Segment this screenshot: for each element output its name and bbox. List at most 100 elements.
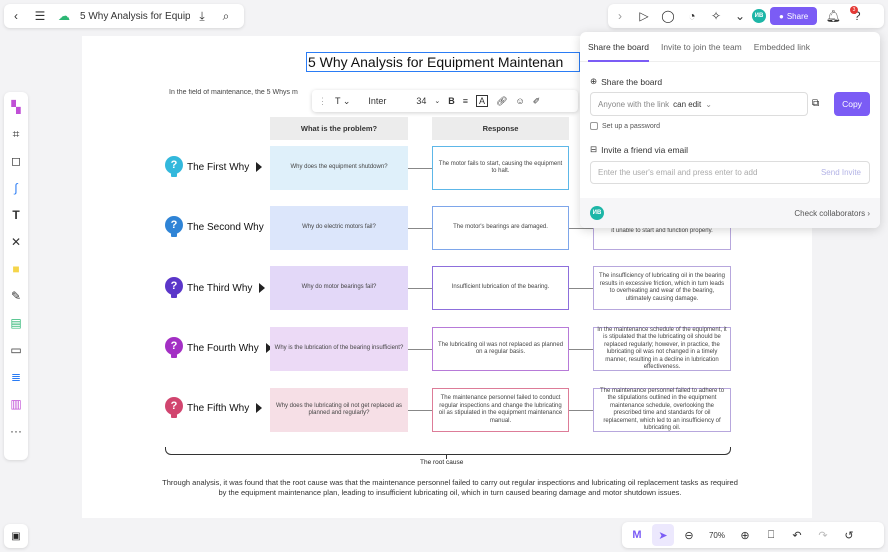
font-size-select[interactable]: 34 bbox=[416, 96, 427, 106]
connector-line bbox=[408, 349, 432, 350]
expand-icon[interactable]: › bbox=[618, 9, 622, 23]
text-icon[interactable]: T bbox=[12, 208, 20, 222]
problem-cell[interactable]: Why does the lubricating oil not get rep… bbox=[270, 388, 408, 432]
why-label: ? The Fifth Why bbox=[165, 397, 263, 419]
share-tabs: Share the board Invite to join the team … bbox=[580, 32, 880, 62]
avatar[interactable]: ИВ bbox=[752, 9, 766, 23]
column-header-problem: What is the problem? bbox=[270, 117, 408, 140]
tab-share-board[interactable]: Share the board bbox=[588, 42, 649, 62]
frame-icon[interactable]: ⌗ bbox=[12, 126, 20, 141]
list-icon[interactable]: ≣ bbox=[10, 370, 22, 384]
question-bulb-icon: ? bbox=[165, 397, 183, 419]
comment-icon[interactable]: ◯ bbox=[661, 9, 675, 23]
zoom-out-icon[interactable]: ⊖ bbox=[684, 529, 694, 542]
question-bulb-icon: ? bbox=[165, 277, 183, 299]
password-option[interactable]: Set up a password bbox=[590, 122, 660, 130]
minimap-icon[interactable]: ▣ bbox=[4, 524, 28, 548]
response-cell[interactable]: The lubricating oil was not replaced as … bbox=[432, 327, 569, 371]
bell-icon[interactable]: 🔔︎ bbox=[825, 9, 841, 23]
search-icon[interactable]: ⌕ bbox=[222, 8, 230, 23]
page-title[interactable]: 5 Why Analysis for Equipment Maintenan bbox=[306, 52, 580, 72]
drag-handle-icon[interactable]: ⋮ bbox=[318, 95, 327, 106]
text-type-icon[interactable]: T ⌄ bbox=[335, 95, 351, 106]
more-chevron-icon[interactable]: ⌄ bbox=[734, 9, 746, 23]
explanation-cell[interactable]: In the maintenance schedule of the equip… bbox=[593, 327, 731, 371]
celebrate-icon[interactable]: ✧ bbox=[710, 9, 722, 23]
connector-icon[interactable]: ∫ bbox=[14, 181, 18, 195]
align-icon[interactable]: ≡ bbox=[462, 96, 469, 106]
email-input[interactable]: Enter the user's email and press enter t… bbox=[590, 161, 870, 184]
problem-cell[interactable]: Why do electric motors fail? bbox=[270, 206, 408, 250]
present-icon[interactable]: ▷ bbox=[639, 9, 649, 23]
link-icon[interactable]: 🔗︎ bbox=[496, 95, 508, 106]
tab-embedded-link[interactable]: Embedded link bbox=[753, 42, 810, 52]
connector-line bbox=[408, 228, 432, 229]
pen-icon[interactable]: ✎ bbox=[10, 289, 22, 303]
more-tools-icon[interactable]: ··· bbox=[10, 424, 22, 438]
timer-icon[interactable]: ◔ bbox=[688, 9, 696, 23]
connector-line bbox=[569, 349, 593, 350]
problem-cell[interactable]: Why do motor bearings fail? bbox=[270, 266, 408, 310]
download-icon[interactable]: ⤓ bbox=[199, 8, 205, 23]
text-color-icon[interactable]: A bbox=[476, 95, 489, 107]
history-icon[interactable]: ↺ bbox=[844, 529, 854, 542]
shape-icon[interactable]: ◻ bbox=[11, 154, 21, 168]
back-icon[interactable]: ‹ bbox=[14, 9, 18, 23]
bold-icon[interactable]: B bbox=[448, 96, 455, 106]
explanation-cell[interactable]: The maintenance personnel failed to adhe… bbox=[593, 388, 731, 432]
mindmap-icon[interactable]: ✕ bbox=[10, 235, 22, 249]
arrow-right-icon bbox=[256, 403, 263, 413]
undo-icon[interactable]: ↶ bbox=[792, 529, 802, 542]
collaborators-footer: ИВ Check collaborators › bbox=[580, 198, 880, 228]
link-permission-select[interactable]: Anyone with the link can edit ⌄ bbox=[590, 92, 808, 116]
connector-line bbox=[569, 410, 593, 411]
zoom-level[interactable]: 70% bbox=[708, 530, 725, 540]
globe-icon: ⊕ bbox=[590, 76, 598, 86]
sticky-note-icon[interactable]: ■ bbox=[12, 262, 20, 276]
redo-icon[interactable]: ↷ bbox=[818, 529, 828, 542]
copy-button[interactable]: Copy bbox=[834, 92, 870, 116]
explanation-cell[interactable]: The insufficiency of lubricating oil in … bbox=[593, 266, 731, 310]
problem-cell[interactable]: Why does the equipment shutdown? bbox=[270, 146, 408, 190]
response-cell[interactable]: The motor fails to start, causing the eq… bbox=[432, 146, 569, 190]
text-block-icon[interactable]: ▭ bbox=[10, 343, 22, 357]
share-button[interactable]: ●Share bbox=[770, 7, 818, 25]
tab-invite-team[interactable]: Invite to join the team bbox=[660, 42, 742, 52]
emoji-icon[interactable]: ☺ bbox=[515, 96, 525, 106]
arrow-right-icon bbox=[259, 283, 266, 293]
connector-line bbox=[569, 288, 593, 289]
password-checkbox[interactable] bbox=[590, 122, 598, 130]
link-permission: can edit bbox=[673, 99, 702, 109]
bottom-toolbar: M ➤ ⊖ 70% ⊕ ⎕ ↶ ↷ ↺ bbox=[622, 522, 884, 548]
send-invite-button[interactable]: Send Invite bbox=[820, 168, 861, 177]
why-label-text: The Fourth Why bbox=[187, 342, 259, 354]
collaborator-avatar: ИВ bbox=[590, 206, 604, 220]
qr-icon[interactable]: ⧉ bbox=[812, 98, 820, 109]
problem-cell[interactable]: Why is the lubrication of the bearing in… bbox=[270, 327, 408, 371]
response-cell[interactable]: The maintenance personnel failed to cond… bbox=[432, 388, 569, 432]
user-icon: ● bbox=[779, 11, 784, 21]
question-bulb-icon: ? bbox=[165, 337, 183, 359]
kanban-icon[interactable]: ▥ bbox=[10, 397, 22, 411]
menu-icon[interactable]: ☰ bbox=[34, 9, 46, 23]
chevron-down-icon[interactable]: ⌄ bbox=[434, 98, 441, 105]
check-collaborators-link[interactable]: Check collaborators › bbox=[794, 208, 870, 218]
zoom-in-icon[interactable]: ⊕ bbox=[740, 529, 750, 542]
format-paint-icon[interactable]: ✐ bbox=[532, 95, 541, 106]
doc-title[interactable]: 5 Why Analysis for Equip... bbox=[80, 10, 190, 22]
book-icon[interactable]: ⎕ bbox=[767, 528, 775, 541]
select-cursor-icon[interactable]: ➤ bbox=[652, 524, 674, 546]
table-icon[interactable]: ▤ bbox=[10, 316, 22, 330]
response-cell[interactable]: The motor's bearings are damaged. bbox=[432, 206, 569, 250]
ai-icon[interactable]: M bbox=[632, 529, 642, 541]
connector-line bbox=[569, 228, 593, 229]
font-select[interactable]: Inter bbox=[368, 96, 387, 106]
help-icon[interactable]: ? bbox=[853, 9, 861, 23]
conclusion-text: Through analysis, it was found that the … bbox=[162, 478, 738, 497]
why-label: ? The Second Why bbox=[165, 216, 277, 238]
why-label-text: The Fifth Why bbox=[187, 402, 250, 414]
templates-icon[interactable]: ▚ bbox=[11, 100, 21, 114]
email-placeholder: Enter the user's email and press enter t… bbox=[598, 168, 758, 177]
arrow-right-icon bbox=[256, 162, 263, 172]
response-cell[interactable]: Insufficient lubrication of the bearing. bbox=[432, 266, 569, 310]
